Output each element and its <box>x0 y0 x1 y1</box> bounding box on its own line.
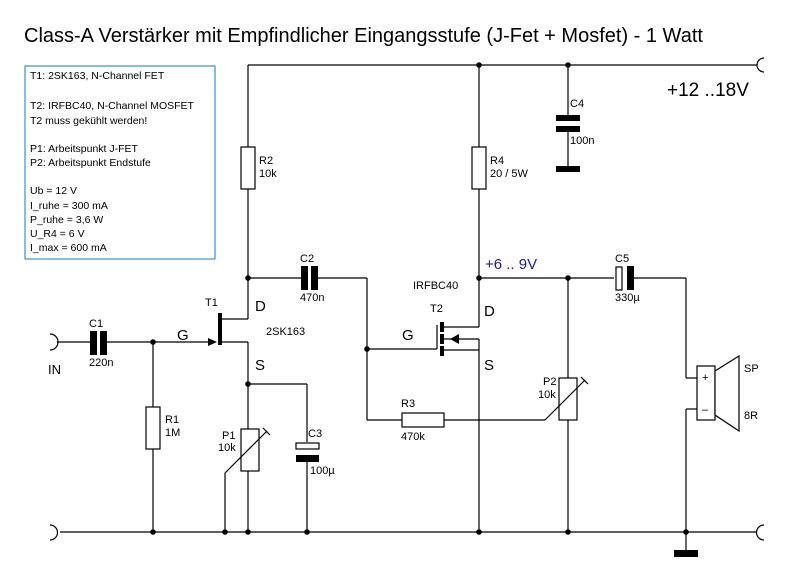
ground-symbol <box>674 550 698 557</box>
resistor-r3: R3 470k <box>401 398 445 443</box>
sp-name: SP <box>744 363 759 375</box>
note-line: P2: Arbeitspunkt Endstufe <box>30 157 151 169</box>
r2-name: R2 <box>259 155 273 167</box>
r4-value: 20 / 5W <box>490 168 529 180</box>
t1-name: T1 <box>205 297 218 309</box>
r3-name: R3 <box>401 398 415 410</box>
t2-name: T2 <box>430 303 443 315</box>
capacitor-c1: C1 220n <box>89 318 113 369</box>
transistor-t1: T1 2SK163 D S <box>205 297 305 374</box>
c3-value: 100µ <box>310 465 335 477</box>
input-label: IN <box>48 362 61 377</box>
t1-source-label: S <box>255 357 265 374</box>
resistor-r2: R2 10k <box>240 146 277 190</box>
t2-drain-label: D <box>484 303 495 320</box>
sp-plus: + <box>702 372 708 384</box>
c2-name: C2 <box>300 253 314 265</box>
ground-terminal-right <box>755 524 765 541</box>
t1-part: 2SK163 <box>266 326 305 338</box>
resistor-r4: R4 20 / 5W <box>471 146 529 190</box>
t1-drain-label: D <box>255 298 266 315</box>
note-line: P1: Arbeitspunkt J-FET <box>30 143 139 155</box>
r3-value: 470k <box>401 431 425 443</box>
note-line: I_max = 600 mA <box>30 242 107 254</box>
r2-value: 10k <box>259 168 277 180</box>
capacitor-c3: C3 100µ <box>295 428 335 477</box>
supply-terminal <box>756 57 765 73</box>
c1-name: C1 <box>89 318 103 330</box>
resistor-r1: R1 1M <box>145 406 180 450</box>
input-terminal <box>49 333 59 351</box>
supply-rail <box>247 62 757 147</box>
capacitor-c4: C4 100n <box>556 98 594 172</box>
t1-gate-label: G <box>177 327 189 344</box>
mid-voltage-label: +6 .. 9V <box>485 256 537 273</box>
note-line: I_ruhe = 300 mA <box>30 200 108 212</box>
r1-name: R1 <box>165 414 179 426</box>
note-line: T2 muss gekühlt werden! <box>30 115 147 127</box>
r1-value: 1M <box>165 427 180 439</box>
notes-text: T1: 2SK163, N-Channel FET T2: IRFBC40, N… <box>30 70 195 254</box>
potentiometer-p2: P2 10k <box>538 376 589 421</box>
note-line: T2: IRFBC40, N-Channel MOSFET <box>30 100 195 112</box>
r4-name: R4 <box>490 155 504 167</box>
transistor-t2: IRFBC40 T2 G D S <box>402 280 495 374</box>
p1-name: P1 <box>222 430 235 442</box>
t2-gate-label: G <box>402 327 414 344</box>
c1-value: 220n <box>89 357 113 369</box>
p2-value: 10k <box>538 389 556 401</box>
c2-value: 470n <box>300 292 324 304</box>
schematic-title: Class-A Verstärker mit Empfindlicher Ein… <box>24 25 703 47</box>
capacitor-c2: C2 470n <box>300 253 324 304</box>
note-line: Ub = 12 V <box>30 185 77 197</box>
ground-terminal-left <box>49 524 59 541</box>
ground-rail <box>60 529 757 557</box>
note-line: U_R4 = 6 V <box>30 228 85 240</box>
potentiometer-p1: P1 10k <box>218 427 271 474</box>
capacitor-c5: C5 330µ <box>615 253 640 304</box>
c3-name: C3 <box>308 428 322 440</box>
note-line: P_ruhe = 3,6 W <box>30 214 103 226</box>
speaker-sp: + – SP 8R <box>696 354 759 433</box>
p2-name: P2 <box>543 376 556 388</box>
c4-value: 100n <box>570 135 594 147</box>
sp-value: 8R <box>744 410 758 422</box>
p1-value: 10k <box>218 442 236 454</box>
c5-name: C5 <box>615 253 629 265</box>
sp-minus: – <box>702 404 709 416</box>
t2-part: IRFBC40 <box>413 280 458 292</box>
notes-box <box>24 65 216 260</box>
supply-voltage-label: +12 ..18V <box>667 80 749 101</box>
c5-value: 330µ <box>615 292 640 304</box>
t2-source-label: S <box>484 357 494 374</box>
c4-name: C4 <box>570 98 584 110</box>
note-line: T1: 2SK163, N-Channel FET <box>30 70 165 82</box>
